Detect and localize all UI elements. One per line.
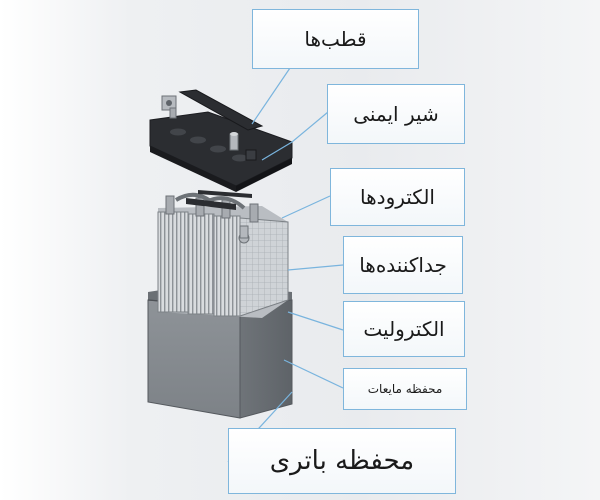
label-battery-case: محفظه باتری bbox=[228, 428, 456, 494]
label-liquid-container-text: محفظه مایعات bbox=[367, 382, 443, 396]
label-electrodes-text: الکترودها bbox=[360, 185, 435, 209]
leader-line-liquid-container bbox=[283, 359, 344, 389]
label-safety-valve-text: شیر ایمنی bbox=[353, 102, 439, 126]
label-safety-valve: شیر ایمنی bbox=[327, 84, 465, 144]
cell-block-1 bbox=[157, 211, 189, 313]
label-battery-case-text: محفظه باتری bbox=[269, 446, 415, 476]
label-terminals-text: قطب‌ها bbox=[304, 27, 367, 51]
lid-terminal-post bbox=[229, 132, 239, 151]
label-separators: جداکننده‌ها bbox=[343, 236, 463, 294]
battery-lid bbox=[149, 111, 293, 192]
terminal-clip bbox=[161, 95, 177, 119]
label-electrolyte-text: الکترولیت bbox=[363, 317, 445, 341]
black-strip bbox=[186, 190, 252, 210]
label-electrolyte: الکترولیت bbox=[343, 301, 465, 357]
lid-vent-plug bbox=[245, 149, 257, 161]
leader-lines bbox=[227, 67, 344, 463]
label-electrodes: الکترودها bbox=[330, 168, 465, 226]
leader-line-safety-valve bbox=[261, 111, 329, 161]
leader-line-electrolyte bbox=[287, 311, 344, 331]
lid-cells bbox=[170, 128, 248, 162]
cell-block-2 bbox=[187, 213, 215, 315]
leader-line-separators bbox=[287, 264, 344, 271]
electrode-stack bbox=[157, 190, 289, 318]
label-terminals: قطب‌ها bbox=[252, 9, 419, 69]
separator-face bbox=[239, 217, 289, 317]
terminal-bar bbox=[178, 89, 264, 131]
cell-block-3 bbox=[213, 215, 241, 317]
label-liquid-container: محفظه مایعات bbox=[343, 368, 467, 410]
leader-line-electrodes bbox=[281, 195, 331, 219]
label-separators-text: جداکننده‌ها bbox=[359, 253, 447, 277]
leader-line-terminals bbox=[251, 67, 291, 125]
